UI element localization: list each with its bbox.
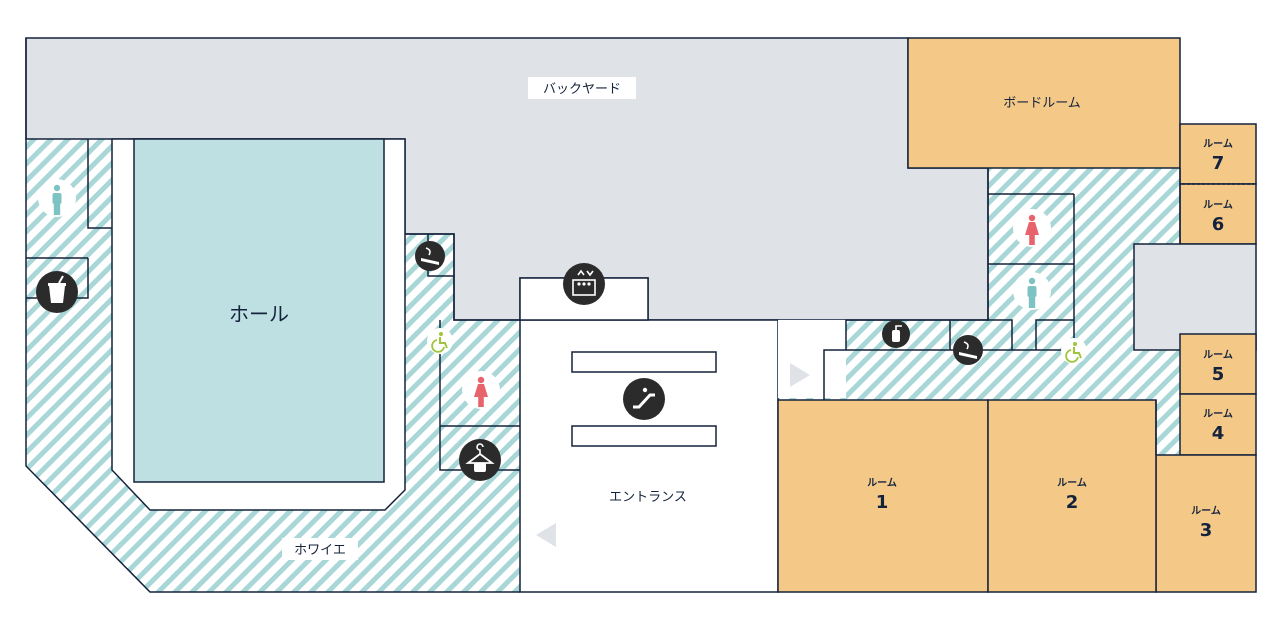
room-5-number: 5 <box>1212 364 1225 385</box>
room-5-word: ルーム <box>1203 349 1233 361</box>
direction-arrow-left-icon <box>536 523 556 547</box>
escalator-icon <box>623 378 665 420</box>
room-4-number: 4 <box>1212 423 1225 444</box>
wheelchair-accessible-icon <box>427 328 453 354</box>
direction-arrow-right-icon <box>790 363 810 387</box>
room-2[interactable] <box>987 399 1157 593</box>
foyer-label: ホワイエ <box>294 543 346 558</box>
wheelchair-accessible-icon <box>1061 338 1087 364</box>
hall-room <box>133 138 385 483</box>
room-5[interactable] <box>1179 333 1257 395</box>
room-6-word: ルーム <box>1203 199 1233 211</box>
room-6-number: 6 <box>1212 214 1225 235</box>
wall-lines <box>25 38 1181 593</box>
hall-label: ホール <box>229 302 289 326</box>
fire-extinguisher-icon <box>882 320 910 348</box>
room-2-word: ルーム <box>1057 477 1087 489</box>
boardroom[interactable] <box>907 37 1181 169</box>
smoking-area-icon <box>953 335 983 365</box>
room-1-word: ルーム <box>867 477 897 489</box>
room-4[interactable] <box>1179 393 1257 456</box>
room-3[interactable] <box>1155 454 1257 593</box>
entrance-label: エントランス <box>609 490 687 505</box>
room-3-word: ルーム <box>1191 505 1221 517</box>
cloakroom-icon <box>459 439 501 481</box>
room-3-number: 3 <box>1200 520 1213 541</box>
room-6[interactable] <box>1179 183 1257 245</box>
room-1[interactable] <box>777 399 989 593</box>
room-4-word: ルーム <box>1203 408 1233 420</box>
escalator-upper <box>571 351 717 373</box>
men-restroom-icon <box>1013 272 1051 310</box>
room-1-number: 1 <box>876 492 889 513</box>
escalator-lower <box>571 425 717 447</box>
side-storage <box>1133 243 1257 351</box>
room-7[interactable] <box>1179 123 1257 185</box>
backyard-label: バックヤード <box>543 82 621 97</box>
women-restroom-icon <box>1013 209 1051 247</box>
room-2-number: 2 <box>1066 492 1079 513</box>
trash-bin-icon <box>36 271 78 313</box>
boardroom-label: ボードルーム <box>1003 96 1081 111</box>
smoking-area-icon <box>415 241 445 271</box>
men-restroom-icon <box>38 179 76 217</box>
women-restroom-icon <box>462 371 500 409</box>
room-7-word: ルーム <box>1203 138 1233 150</box>
entrance-extension <box>778 320 846 398</box>
room-7-number: 7 <box>1212 153 1225 174</box>
elevator-icon <box>563 263 605 305</box>
